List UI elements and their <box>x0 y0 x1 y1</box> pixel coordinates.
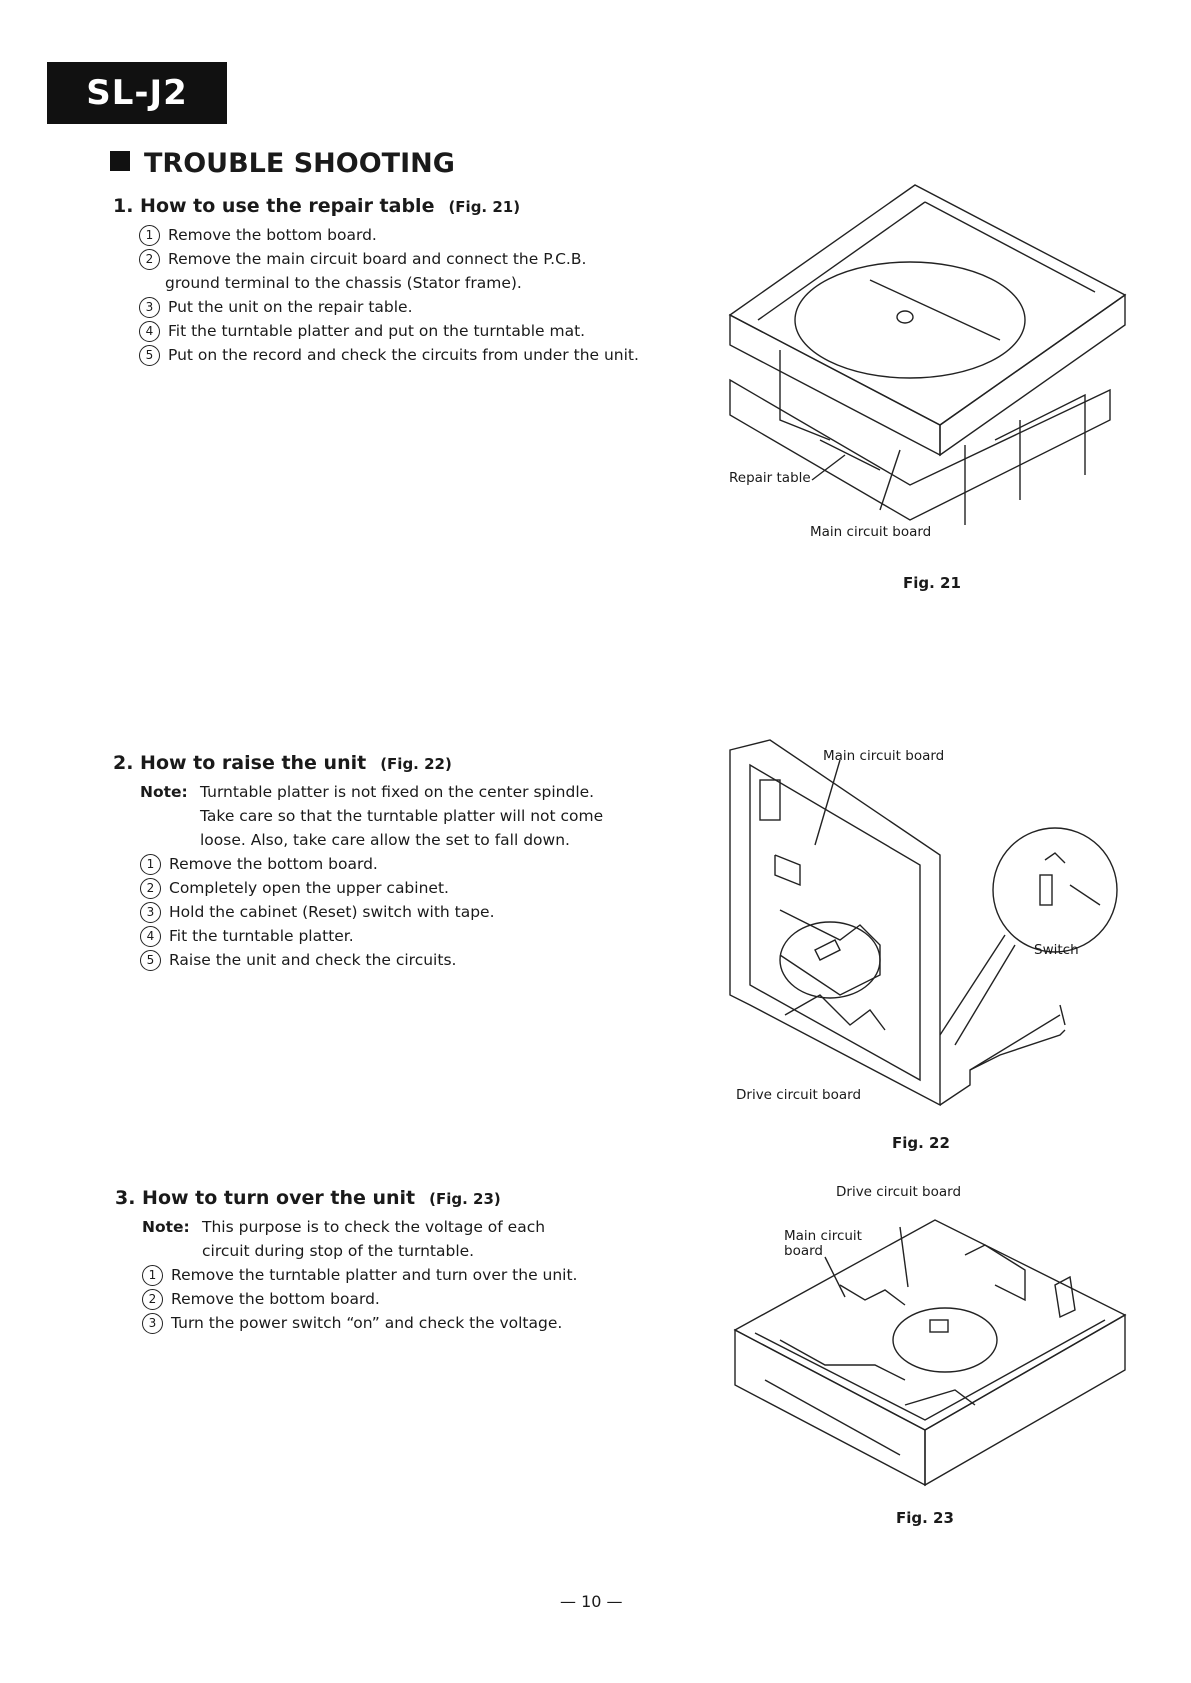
section-heading: 2. How to raise the unit(Fig. 22) <box>113 752 452 774</box>
fig21-illustration <box>728 184 1127 525</box>
label-repair-table: Repair table <box>729 470 811 486</box>
bullet-square-icon <box>110 151 130 171</box>
fig23-caption: Fig. 23 <box>896 1509 954 1527</box>
section-heading: 1. How to use the repair table(Fig. 21) <box>113 195 521 217</box>
section-turn-over: 3. How to turn over the unit(Fig. 23) No… <box>115 1187 675 1335</box>
page-title: TROUBLE SHOOTING <box>110 148 455 179</box>
label-drive-circuit-board: Drive circuit board <box>736 1087 862 1103</box>
fig21-caption: Fig. 21 <box>903 574 961 592</box>
section-repair-table: 1. How to use the repair table(Fig. 21) … <box>113 195 673 367</box>
fig21-leader-lines <box>811 449 901 511</box>
label-drive-circuit-board-23: Drive circuit board <box>836 1184 962 1200</box>
fig23-illustration <box>733 1219 1127 1487</box>
label-switch: Switch <box>1034 942 1079 958</box>
note: Note:This purpose is to check the voltag… <box>142 1218 546 1260</box>
model-badge: SL-J2 <box>47 62 227 124</box>
label-main-circuit-board: Main circuit board <box>810 524 932 540</box>
section-raise-unit: 2. How to raise the unit(Fig. 22) Note:T… <box>113 752 673 972</box>
page-number: — 10 — <box>560 1592 623 1611</box>
label-main-circuit-board-22: Main circuit board <box>823 748 945 764</box>
section-heading: 3. How to turn over the unit(Fig. 23) <box>115 1187 501 1209</box>
fig22-caption: Fig. 22 <box>892 1134 950 1152</box>
fig22-illustration <box>729 739 1118 1107</box>
note: Note:Turntable platter is not fixed on t… <box>140 783 604 849</box>
